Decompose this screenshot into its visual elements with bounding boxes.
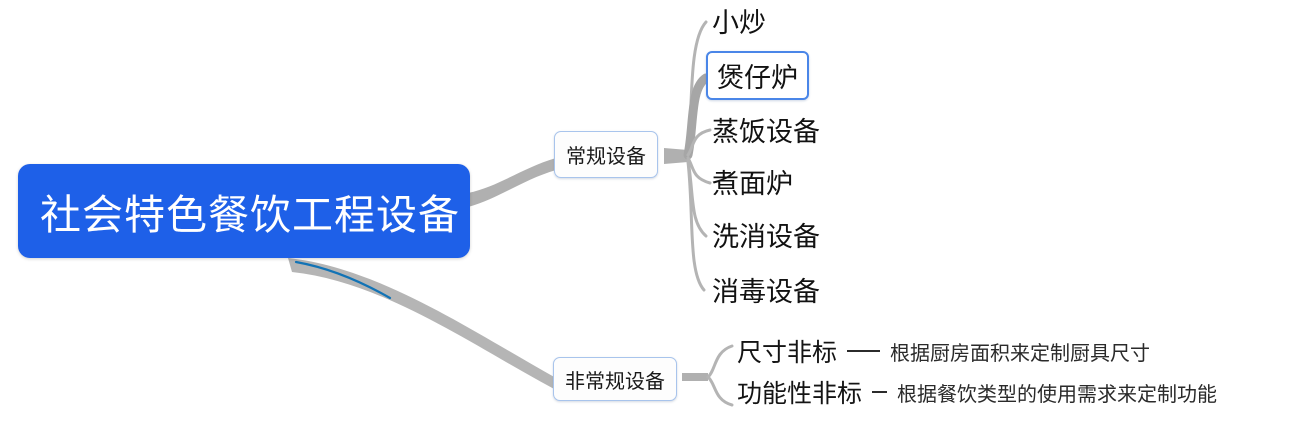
branch-node-regular-label: 常规设备 — [566, 146, 646, 168]
edge-irregular-to-size — [706, 344, 734, 379]
leaf-node-xixiao-label: 洗消设备 — [712, 221, 820, 252]
root-node-label: 社会特色餐饮工程设备 — [40, 192, 460, 238]
edge-irregular-hub — [682, 373, 708, 381]
leaf-node-zhumianlu[interactable]: 煮面炉 — [712, 163, 793, 199]
dash-connector-icon — [847, 350, 881, 352]
leaf-node-zhumianlu-label: 煮面炉 — [712, 168, 793, 199]
edge-regular-to-baozailu — [683, 73, 711, 160]
edge-root-to-irregular — [288, 258, 556, 390]
leaf-node-xixiao[interactable]: 洗消设备 — [712, 216, 820, 252]
edge-root-to-irregular-accent — [294, 260, 392, 300]
edge-regular-hub — [664, 148, 688, 164]
root-node[interactable]: 社会特色餐饮工程设备 — [18, 164, 470, 258]
subrow-function-nonstandard[interactable]: 功能性非标 根据餐饮类型的使用需求来定制功能 — [737, 374, 1217, 410]
edge-root-to-regular — [468, 158, 556, 207]
leaf-node-xiaodu-label: 消毒设备 — [712, 276, 820, 307]
edge-irregular-to-function — [706, 375, 734, 407]
subrow-size-nonstandard[interactable]: 尺寸非标 根据厨房面积来定制厨具尺寸 — [737, 333, 1150, 369]
edge-regular-to-zhumianlu — [686, 156, 712, 185]
leaf-node-function-nonstandard-description: 根据餐饮类型的使用需求来定制功能 — [897, 383, 1218, 406]
branch-node-irregular[interactable]: 非常规设备 — [553, 357, 677, 401]
leaf-node-size-nonstandard-label: 尺寸非标 — [737, 339, 838, 367]
leaf-node-function-nonstandard-label: 功能性非标 — [737, 380, 863, 408]
leaf-node-baozailu-label: 煲仔炉 — [717, 63, 798, 93]
leaf-node-size-nonstandard-description: 根据厨房面积来定制厨具尺寸 — [890, 342, 1151, 365]
edge-regular-to-xiaodu — [686, 160, 706, 292]
branch-node-irregular-label: 非常规设备 — [565, 370, 665, 393]
leaf-node-xiaodu[interactable]: 消毒设备 — [712, 271, 820, 307]
dash-connector-icon — [872, 391, 888, 393]
branch-node-regular[interactable]: 常规设备 — [554, 131, 658, 178]
leaf-node-zhengfan-label: 蒸饭设备 — [712, 116, 820, 147]
edge-regular-to-xiaochao — [686, 20, 708, 157]
edge-regular-to-xixiao — [686, 158, 708, 238]
leaf-node-baozailu-selected[interactable]: 煲仔炉 — [706, 51, 809, 100]
leaf-node-zhengfan[interactable]: 蒸饭设备 — [712, 111, 820, 147]
leaf-node-xiaochao-label: 小炒 — [712, 7, 766, 38]
edge-regular-to-zhengfan — [686, 128, 712, 157]
leaf-node-xiaochao[interactable]: 小炒 — [712, 2, 766, 38]
